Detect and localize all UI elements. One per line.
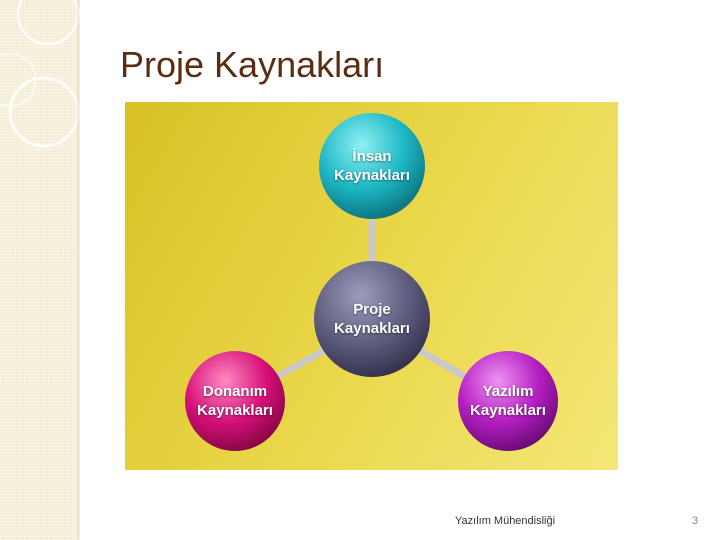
resources-diagram: İnsan Kaynakları Proje Kaynakları Donanı… <box>125 102 618 470</box>
decorative-side-band <box>0 0 80 540</box>
node-left-label: Donanım Kaynakları <box>175 382 295 420</box>
decorative-circles-icon <box>0 0 80 540</box>
node-right-line1: Yazılım <box>482 383 534 400</box>
node-right-line2: Kaynakları <box>470 402 546 419</box>
node-left-line2: Kaynakları <box>197 402 273 419</box>
node-center-line2: Kaynakları <box>334 320 410 337</box>
node-top-label: İnsan Kaynakları <box>312 147 432 185</box>
node-left-line1: Donanım <box>202 383 268 400</box>
node-center-line1: Proje <box>353 301 391 318</box>
diagram-graphic <box>185 113 558 451</box>
page-number: 3 <box>692 515 699 527</box>
node-right-circle <box>458 351 558 451</box>
node-top-circle <box>319 113 425 219</box>
node-center-label: Proje Kaynakları <box>312 300 432 338</box>
node-top-line2: Kaynakları <box>334 167 410 184</box>
node-center-circle <box>314 261 430 377</box>
node-left-circle <box>185 351 285 451</box>
slide-title: Proje Kaynakları <box>120 44 385 85</box>
node-right-label: Yazılım Kaynakları <box>448 382 568 420</box>
footer-text: Yazılım Mühendisliği <box>455 515 556 527</box>
node-top-line1: İnsan <box>352 148 392 165</box>
